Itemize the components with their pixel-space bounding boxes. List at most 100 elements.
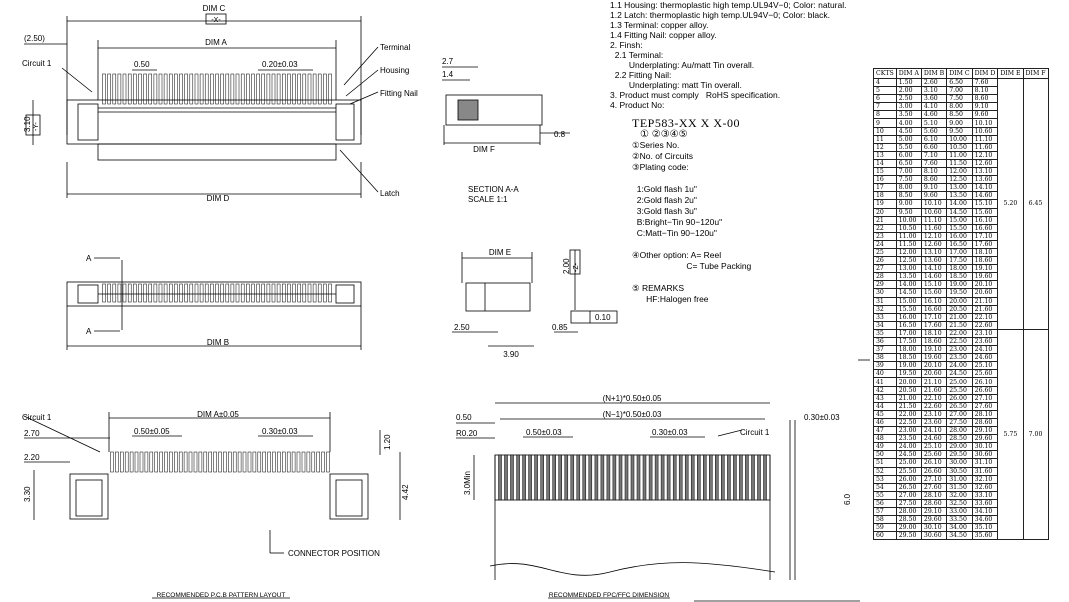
table-cell: 20.10 (920, 361, 948, 371)
code-legend-line: HF:Halogen free (632, 294, 709, 304)
pin (654, 454, 659, 501)
table-cell: 28.10 (920, 490, 948, 500)
table-cell: 7.00 (946, 86, 973, 96)
pin (297, 283, 301, 303)
label-dim-a: DIM A (205, 38, 227, 47)
table-cell: 17.00 (895, 328, 922, 339)
pin (317, 73, 322, 105)
table-cell: 23.00 (895, 426, 922, 436)
pin (666, 454, 671, 501)
label-dim-b: DIM B (207, 338, 229, 347)
pin (546, 454, 550, 501)
pin (208, 451, 212, 473)
table-cell: 23.60 (971, 336, 999, 347)
table-cell: 11 (873, 134, 897, 144)
pin (174, 283, 178, 303)
table-cell: 22.00 (895, 409, 922, 419)
pin (199, 73, 204, 105)
pin (262, 451, 266, 473)
table-cell: 59 (873, 523, 897, 533)
table-header-cell: DIM C (946, 68, 973, 79)
table-cell: 12.00 (946, 167, 973, 177)
label-p250b: 2.50 (454, 323, 470, 332)
table-cell: 19.50 (946, 288, 973, 298)
pin (271, 283, 276, 303)
table-cell: 6.60 (920, 142, 948, 152)
table-cell: 17.50 (946, 256, 973, 266)
table-cell: 48 (873, 434, 897, 444)
pin (276, 283, 281, 303)
table-cell: 23.00 (946, 345, 973, 355)
table-cell: 24 (873, 239, 897, 249)
label-a-top: A (86, 254, 92, 263)
table-cell: 54 (873, 482, 897, 492)
table-cell: 22.60 (920, 401, 948, 411)
pin (134, 451, 139, 473)
table-cell: 12.60 (920, 239, 948, 249)
pin (240, 73, 245, 105)
pin (112, 73, 117, 105)
pin (757, 454, 761, 501)
table-cell: 23.10 (971, 328, 999, 339)
pin (220, 73, 224, 105)
pin (220, 283, 224, 303)
table-cell: 17.00 (946, 247, 973, 258)
table-cell: 24.10 (920, 426, 948, 436)
table-cell: 19.00 (946, 280, 973, 290)
pin (528, 454, 532, 501)
table-cell: 20.10 (971, 280, 999, 290)
table-cell: 18.60 (920, 336, 948, 347)
note-line: 2.1 Terminal: (610, 50, 664, 60)
pin (721, 454, 725, 501)
pin (153, 73, 158, 105)
pin (199, 283, 204, 303)
table-cell-dim-f: 6.45 (1022, 78, 1049, 330)
pin (112, 283, 117, 303)
table-cell: 23.60 (920, 417, 948, 428)
table-cell: 29.10 (920, 506, 948, 517)
table-cell: 3.60 (920, 94, 948, 104)
table-cell: 34.10 (971, 506, 999, 517)
table-cell: 14.60 (920, 272, 948, 282)
pin (148, 283, 152, 303)
table-cell: 21.60 (971, 304, 999, 314)
label-p442: 4.42 (401, 484, 410, 500)
table-cell: 22.50 (946, 336, 973, 347)
table-header-cell: CKTS (873, 68, 897, 79)
pin (564, 454, 569, 501)
pin (184, 73, 188, 105)
pin (709, 454, 713, 501)
pin (215, 73, 219, 105)
note-line: 1.4 Fitting Nail: copper alloy. (610, 30, 717, 40)
table-cell: 22 (873, 223, 897, 233)
table-cell: 17.50 (895, 336, 922, 347)
pin (179, 283, 183, 303)
pcb-layout-title: RECOMMENDED P.C.B PATTERN LAYOUT (157, 592, 286, 599)
table-cell: 10.60 (920, 207, 948, 217)
pin (148, 73, 152, 105)
table-cell: 33 (873, 312, 897, 322)
pin (296, 451, 301, 473)
table-cell: 38 (873, 353, 897, 363)
table-cell: 4.10 (920, 102, 948, 112)
pin (715, 454, 719, 501)
code-legend-line: ④Other option: A= Reel (632, 250, 722, 260)
table-cell: 16.00 (895, 312, 922, 322)
table-cell: 34.60 (971, 515, 999, 525)
label-p050-top: 0.50 (134, 60, 150, 69)
table-cell: 7.10 (920, 150, 948, 160)
table-cell: 28.50 (895, 515, 922, 525)
table-cell: 23 (873, 231, 897, 241)
pin (703, 454, 707, 501)
table-cell: 44 (873, 401, 897, 411)
table-cell: 27.50 (895, 498, 922, 508)
table-cell: 23.10 (920, 409, 948, 419)
